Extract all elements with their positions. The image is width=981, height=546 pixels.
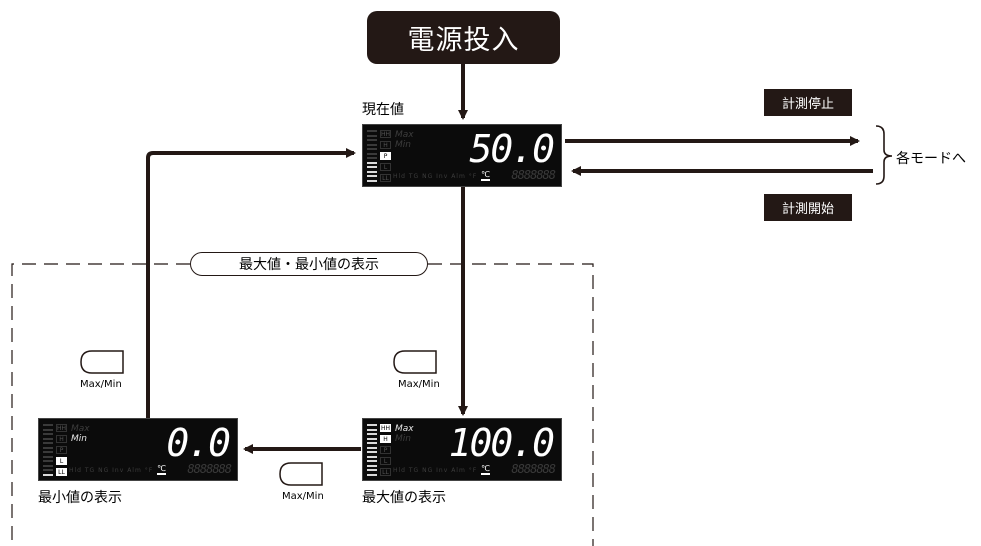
modes-brace xyxy=(875,125,893,185)
to-modes-label: 各モードへ xyxy=(896,151,966,167)
meter-current: HH H P L LL Max Min 50.0 Hld TG NG Inv A… xyxy=(362,124,562,187)
power-on-box: 電源投入 xyxy=(367,11,560,64)
max-min-key-label: Max/Min xyxy=(282,491,324,502)
meter-min: HH H P L LL Max Min 0.0 Hld TG NG Inv Al… xyxy=(38,418,238,481)
bar-graph xyxy=(43,424,53,476)
max-min-key-icon[interactable] xyxy=(80,350,124,374)
display-value: 100.0 xyxy=(448,421,555,465)
max-min-key-label: Max/Min xyxy=(80,379,122,390)
min-indicator: Min xyxy=(395,140,411,150)
max-indicator: Max xyxy=(71,424,90,434)
max-indicator: Max xyxy=(395,130,414,140)
display-value: 0.0 xyxy=(166,421,231,465)
sub-display: 8888888 xyxy=(511,168,556,182)
status-row: Hld TG NG Inv Alm °F xyxy=(393,467,478,474)
stop-measure-tag: 計測停止 xyxy=(764,89,852,116)
unit-celsius: ℃ xyxy=(157,464,166,475)
arrow-min-to-current xyxy=(146,148,356,418)
min-indicator: Min xyxy=(71,434,87,444)
min-indicator: Min xyxy=(395,434,411,444)
current-value-label: 現在値 xyxy=(362,102,404,118)
group-frame xyxy=(11,263,594,546)
meter-max: HH H P L LL Max Min 100.0 Hld TG NG Inv … xyxy=(362,418,562,481)
max-min-key-icon[interactable] xyxy=(393,350,437,374)
max-min-key-label: Max/Min xyxy=(398,379,440,390)
unit-celsius: ℃ xyxy=(481,170,490,181)
status-row: Hld TG NG Inv Alm °F xyxy=(393,173,478,180)
bar-graph xyxy=(367,130,377,182)
display-value: 50.0 xyxy=(469,127,555,171)
max-min-key-icon[interactable] xyxy=(279,462,323,486)
max-indicator: Max xyxy=(395,424,414,434)
level-indicators: HH H P L LL xyxy=(380,424,391,476)
level-indicators: HH H P L LL xyxy=(380,130,391,182)
level-indicators: HH H P L LL xyxy=(56,424,67,476)
min-display-label: 最小値の表示 xyxy=(38,490,122,506)
bar-graph xyxy=(367,424,377,476)
sub-display: 8888888 xyxy=(187,462,232,476)
start-measure-tag: 計測開始 xyxy=(764,194,852,221)
group-title: 最大値・最小値の表示 xyxy=(190,252,428,276)
max-display-label: 最大値の表示 xyxy=(362,490,446,506)
sub-display: 8888888 xyxy=(511,462,556,476)
unit-celsius: ℃ xyxy=(481,464,490,475)
status-row: Hld TG NG Inv Alm °F xyxy=(69,467,154,474)
